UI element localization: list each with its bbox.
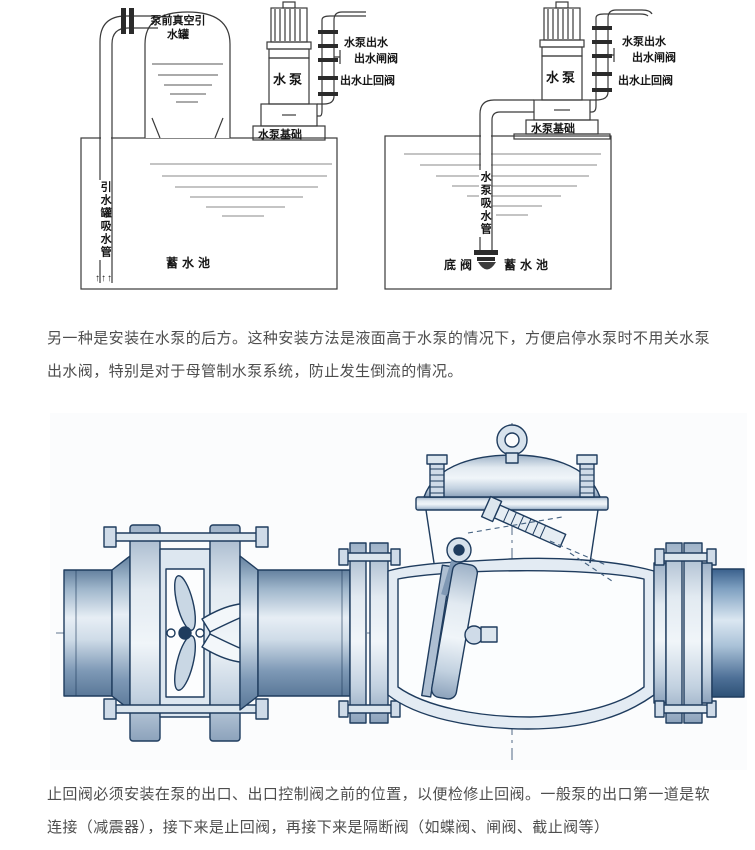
pool-label: 蓄水池 — [504, 258, 553, 272]
pump-outlet-label: 水泵出水 — [622, 36, 666, 48]
outlet-check-valve-label: 出水止回阀 — [340, 75, 395, 87]
left-discharge-pipe — [317, 11, 366, 117]
tie-bolt-bottom — [111, 704, 259, 714]
pool-label: 蓄水池 — [166, 256, 215, 270]
left-pump-unit — [252, 1, 326, 141]
tank-label: 泵前真空引水罐 — [150, 15, 206, 42]
pump-base-label: 水泵基础 — [258, 129, 302, 141]
right-pool-water-lines — [404, 153, 601, 216]
right-pool — [384, 135, 612, 290]
swing-valve-inlet-flange — [338, 542, 401, 724]
middle-pipe — [239, 555, 351, 711]
disc-stud-open-position — [480, 495, 567, 548]
right-pipe — [701, 562, 745, 704]
outlet-gate-valve-label: 出水闸阀 — [354, 53, 398, 65]
body-paragraph-2: 止回阀必须安装在泵的出口、出口控制阀之前的位置，以便检修止回阀。一般泵的出口第一… — [47, 786, 710, 836]
right-pump-unit — [513, 1, 611, 140]
gate-valve-symbol — [608, 48, 615, 62]
pump-installation-diagrams: 泵前真空引水罐 水泵 水泵基础 水泵出水 出水闸阀 出水止回阀 引水罐吸水管 ↑… — [0, 0, 755, 312]
pump-outlet-label: 水泵出水 — [344, 37, 388, 49]
pump-suction-pipe — [479, 99, 534, 250]
outlet-check-valve-label: 出水止回阀 — [618, 75, 673, 87]
outlet-gate-valve-label: 出水闸阀 — [632, 52, 676, 64]
foot-valve — [474, 250, 498, 270]
tie-bolt-top — [111, 532, 259, 542]
left-pool-water-lines — [150, 163, 332, 217]
right-diagram — [384, 1, 653, 290]
foot-valve-label: 底阀 — [444, 258, 477, 272]
priming-suction-pipe-label: 引水罐吸水管 — [99, 180, 112, 260]
check-valve-drawing — [56, 423, 745, 761]
body-paragraph-1: 另一种是安装在水泵的后方。这种安装方法是液面高于水泵的情况下，方便启停水泵时不用… — [47, 330, 710, 380]
bonnet-flange — [415, 496, 609, 511]
pump-base-label: 水泵基础 — [531, 123, 575, 135]
pump-suction-pipe-label: 水泵吸水管 — [479, 170, 492, 237]
pump-label: 水泵 — [546, 70, 579, 85]
right-discharge-pipe — [590, 9, 653, 113]
swing-valve-outlet-flange — [653, 542, 717, 724]
pump-label: 水泵 — [273, 72, 306, 87]
check-valve-cutaway-figure — [50, 413, 747, 770]
gate-valve-symbol — [334, 50, 341, 64]
flow-arrows: ↑↑↑ — [95, 273, 113, 284]
swing-disc-assembly — [421, 495, 613, 700]
left-pipe — [63, 555, 131, 711]
left-diagram — [80, 1, 366, 290]
